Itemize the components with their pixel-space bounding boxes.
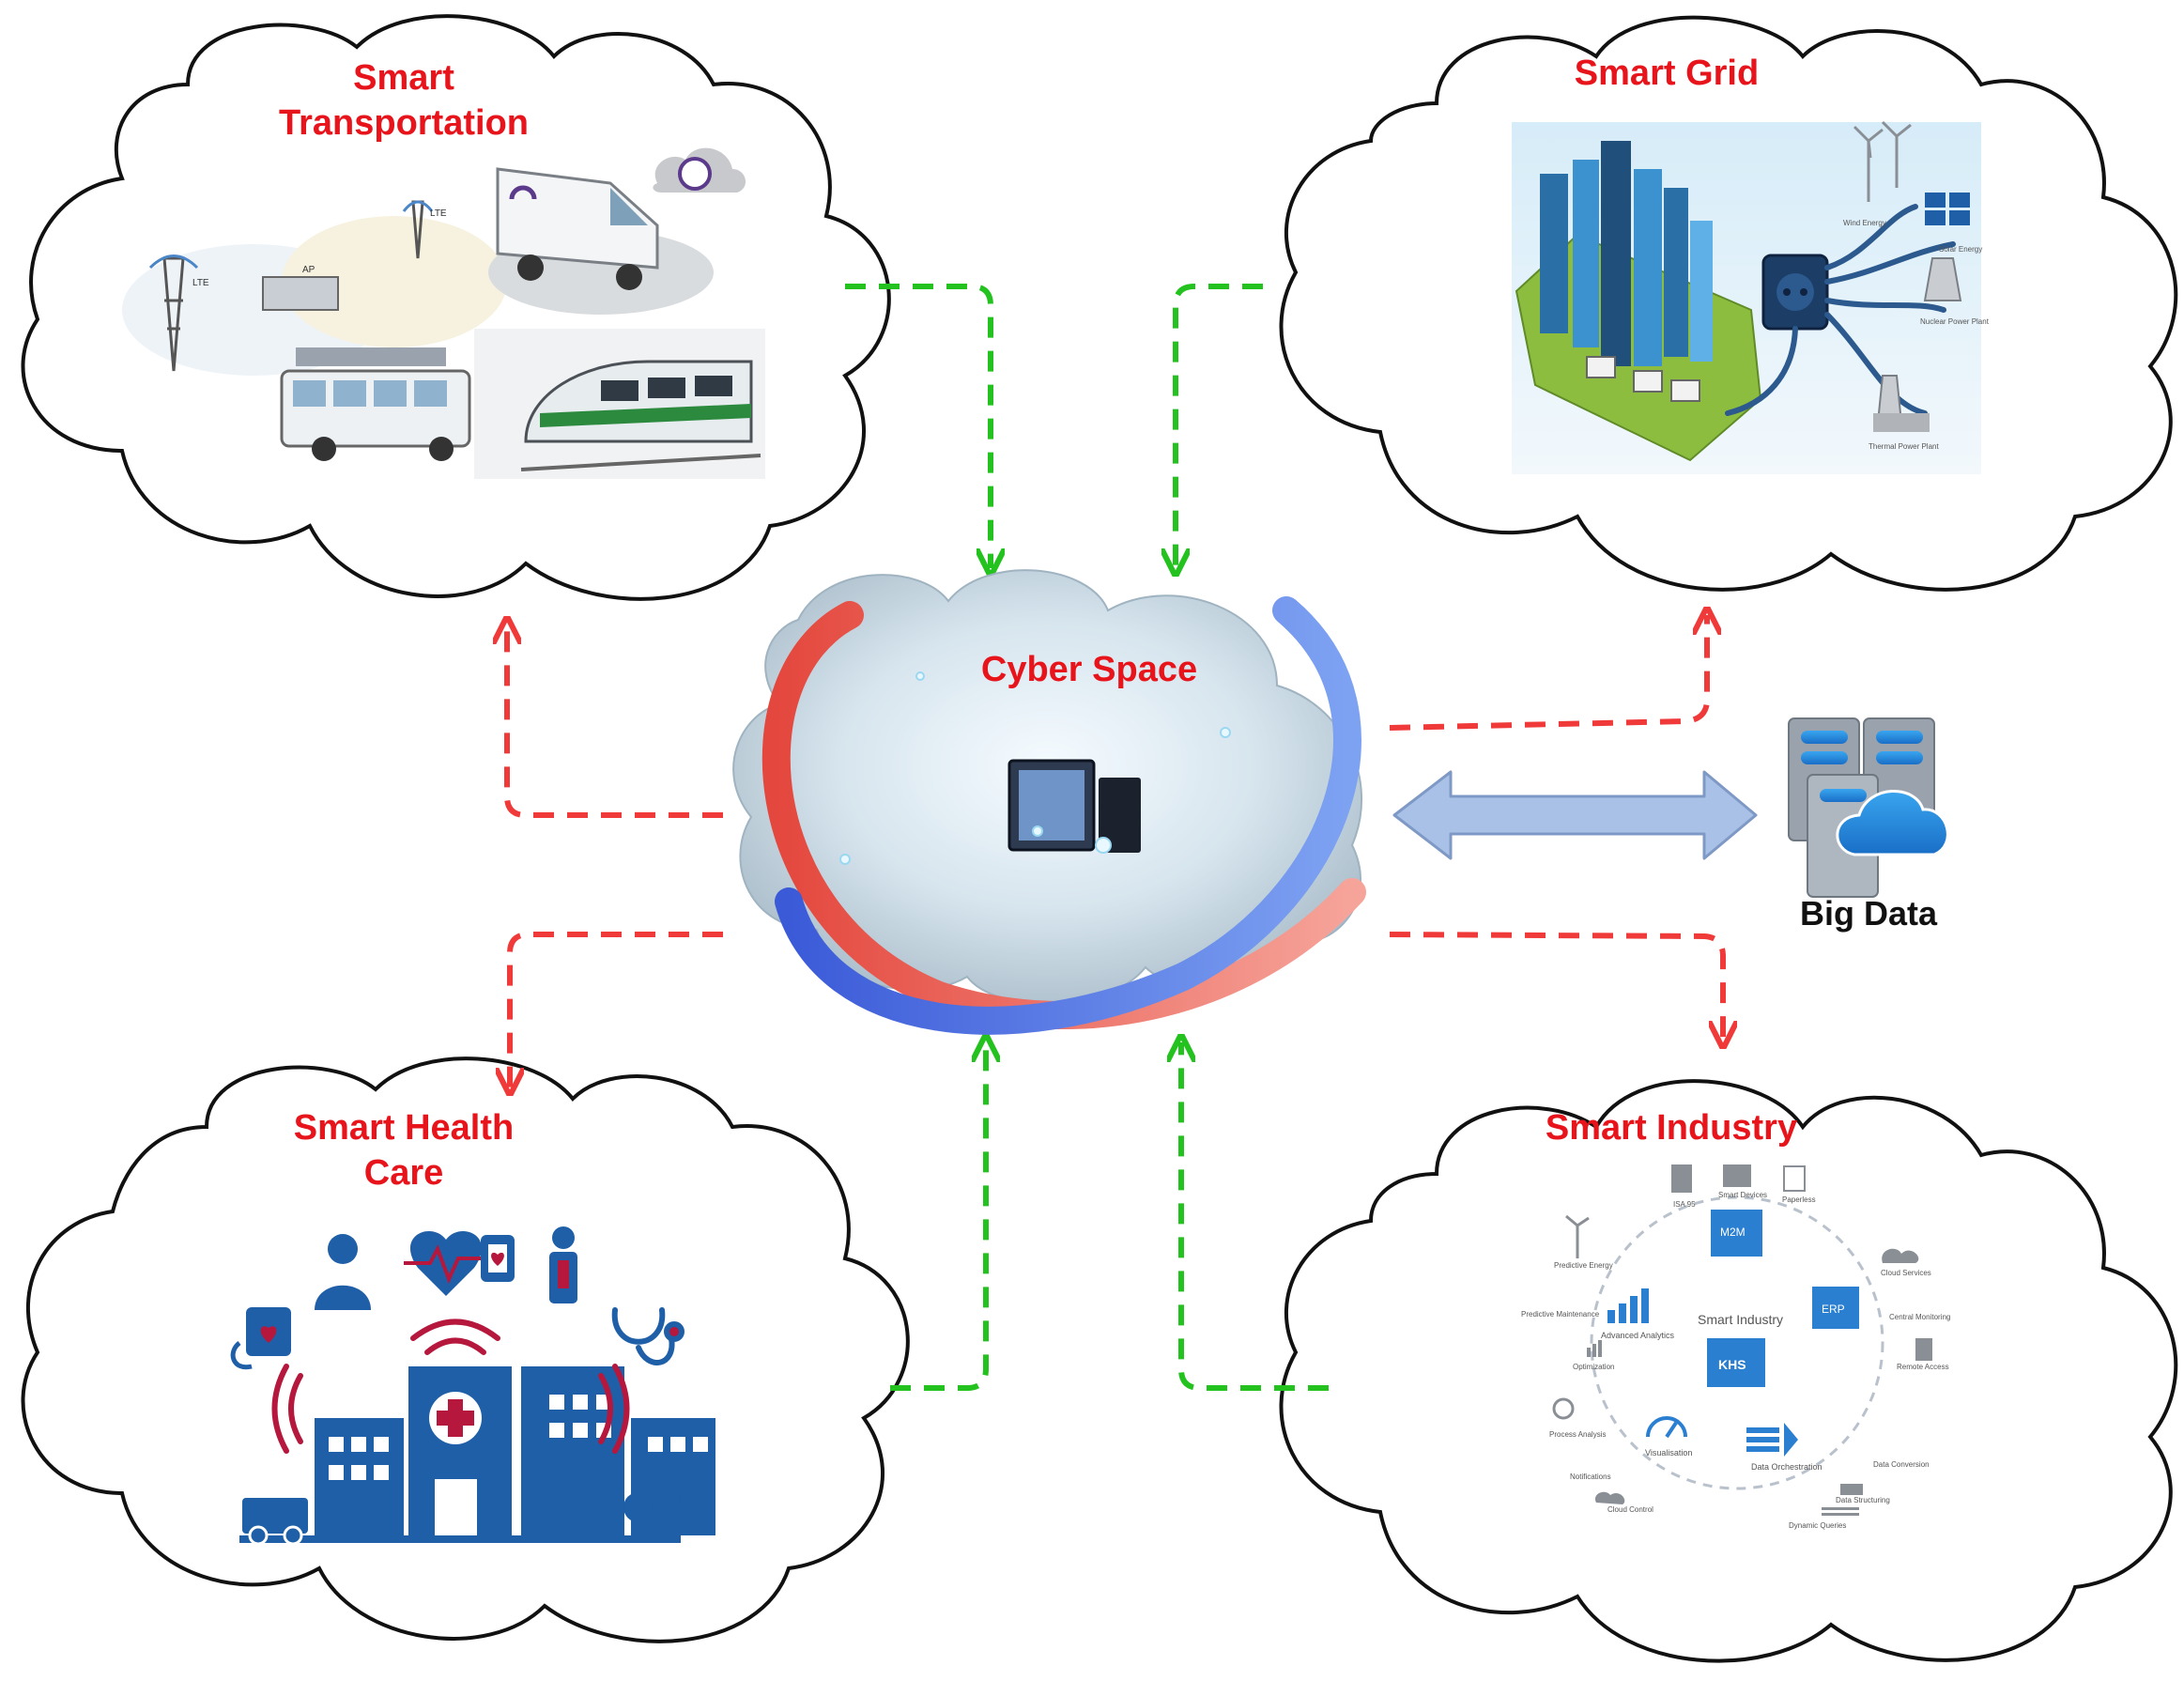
industry-item-label: Predictive Energy bbox=[1554, 1261, 1613, 1270]
red-arrow-cyber-to-grid bbox=[1389, 615, 1707, 731]
big-data-icon bbox=[1788, 717, 1949, 898]
smart-transportation-title-line2: Transportation bbox=[278, 102, 530, 143]
big-data-label: Big Data bbox=[1799, 894, 1938, 933]
industry-item-label: Predictive Maintenance bbox=[1521, 1310, 1600, 1319]
industry-item-label: Data Structuring bbox=[1836, 1496, 1890, 1504]
gauge-icon bbox=[1646, 1416, 1687, 1439]
smart-health-care-title-line1: Smart Health bbox=[293, 1108, 515, 1148]
screen-icon bbox=[1007, 759, 1141, 853]
train-icon bbox=[474, 329, 765, 479]
ambulance-icon bbox=[242, 1498, 308, 1546]
industry-item-label: Central Monitoring bbox=[1889, 1313, 1950, 1321]
wifi-signal-icon bbox=[271, 1319, 630, 1454]
svg-text:ERP: ERP bbox=[1822, 1303, 1845, 1316]
lte-label: LTE bbox=[192, 278, 209, 288]
city-buildings-icon bbox=[1540, 141, 1713, 402]
nuclear-plant-label: Nuclear Power Plant bbox=[1920, 317, 1990, 326]
green-arrow-health-to-cyber bbox=[890, 1042, 986, 1391]
industry-item-label: Notifications bbox=[1570, 1473, 1611, 1481]
bus-icon bbox=[280, 347, 471, 461]
industry-item-label: Paperless bbox=[1782, 1195, 1816, 1204]
cloud-logo-icon bbox=[653, 147, 746, 193]
wind-energy-label: Wind Energy bbox=[1843, 219, 1886, 227]
smart-health-care-title-line2: Care bbox=[363, 1152, 444, 1193]
cell-tower-icon bbox=[148, 254, 199, 372]
green-arrow-industry-to-cyber bbox=[1181, 1042, 1329, 1391]
smartwatch-icon bbox=[481, 1235, 515, 1282]
smart-health-care-title: Smart Health Care bbox=[235, 1106, 573, 1195]
cyber-space-illustration bbox=[732, 569, 1366, 1035]
industry-item-label: Data Conversion bbox=[1873, 1460, 1930, 1469]
red-arrow-cyber-to-transport bbox=[507, 625, 723, 818]
industry-item-label: Dynamic Queries bbox=[1789, 1521, 1846, 1530]
svg-text:KHS: KHS bbox=[1718, 1357, 1746, 1372]
van-icon bbox=[488, 167, 714, 315]
smart-industry-title: Smart Industry bbox=[1545, 1108, 1798, 1148]
solar-energy-label: Solar Energy bbox=[1939, 245, 1982, 254]
industry-item-label: Remote Access bbox=[1897, 1363, 1949, 1371]
industry-small-icons bbox=[1552, 1164, 1932, 1516]
doctor-icon bbox=[315, 1234, 371, 1310]
thermal-plant-label: Thermal Power Plant bbox=[1869, 442, 1939, 451]
ap-label: AP bbox=[302, 265, 315, 275]
power-socket-icon bbox=[1761, 254, 1829, 331]
stethoscope-icon bbox=[611, 1307, 684, 1365]
smart-grid-title: Smart Grid bbox=[1574, 54, 1760, 93]
industry-hub-ring bbox=[1590, 1195, 1884, 1490]
patient-icon bbox=[549, 1226, 577, 1303]
industry-hub-label: Smart Industry bbox=[1698, 1312, 1783, 1327]
industry-illustration: Smart Industry KHS M2M ERP bbox=[1521, 1164, 1950, 1530]
svg-text:M2M: M2M bbox=[1720, 1226, 1746, 1239]
cell-tower-icon bbox=[402, 200, 434, 259]
green-arrow-grid-to-cyber bbox=[1176, 284, 1263, 568]
analytics-chart-icon bbox=[1607, 1288, 1649, 1323]
industry-item-label: Optimization bbox=[1573, 1363, 1614, 1371]
industry-item-label: Data Orchestration bbox=[1751, 1462, 1823, 1472]
industry-item-label: Smart Devices bbox=[1718, 1191, 1767, 1199]
industry-item-label: Cloud Services bbox=[1881, 1269, 1931, 1277]
heart-pulse-icon bbox=[404, 1231, 488, 1296]
data-orchestration-icon bbox=[1746, 1423, 1798, 1457]
industry-item-label: Advanced Analytics bbox=[1601, 1331, 1675, 1340]
solar-panel-icon bbox=[1925, 193, 1970, 225]
cyber-space-title: Cyber Space bbox=[980, 650, 1198, 689]
monitor-device-icon bbox=[230, 1307, 291, 1370]
hospital-building-icon bbox=[239, 1366, 715, 1543]
industry-item-label: ISA 95 bbox=[1673, 1200, 1696, 1209]
khs-block-icon: KHS bbox=[1707, 1338, 1765, 1387]
grid-illustration: Wind Energy Solar Energy Nuclear Power P… bbox=[1512, 120, 1990, 474]
erp-icon: ERP bbox=[1812, 1287, 1859, 1329]
power-plant-icon bbox=[1873, 257, 1962, 432]
lte-label: LTE bbox=[430, 208, 447, 219]
green-arrow-transport-to-cyber bbox=[845, 284, 991, 568]
smart-transportation-title: Smart Transportation bbox=[235, 56, 573, 146]
health-illustration bbox=[230, 1226, 715, 1546]
power-cables bbox=[1725, 204, 1956, 416]
industry-item-label: Process Analysis bbox=[1549, 1430, 1606, 1439]
smart-transportation-title-line1: Smart bbox=[353, 58, 454, 98]
industry-item-label: Cloud Control bbox=[1607, 1505, 1653, 1514]
m2m-robot-icon: M2M bbox=[1711, 1210, 1762, 1257]
red-arrow-cyber-to-industry bbox=[1389, 932, 1723, 1041]
glow-dots bbox=[839, 671, 1231, 865]
red-arrow-cyber-to-health bbox=[510, 932, 723, 1087]
bidirectional-arrow-cyber-big-data bbox=[1392, 770, 1758, 860]
wind-turbine-icon bbox=[1853, 120, 1912, 202]
industry-item-label: Visualisation bbox=[1645, 1448, 1692, 1457]
transportation-illustration: LTE LTE AP bbox=[122, 147, 765, 479]
tree-icon bbox=[623, 1479, 681, 1538]
